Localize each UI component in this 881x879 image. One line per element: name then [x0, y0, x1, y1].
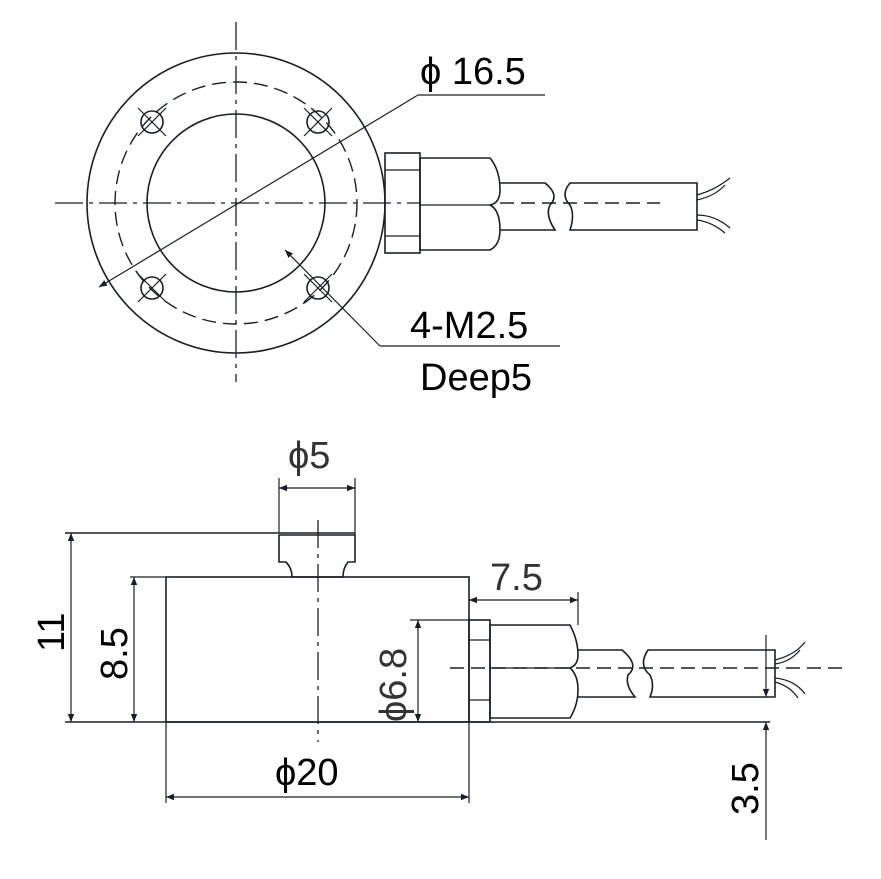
- hole-icon: [303, 273, 333, 303]
- dim-body-dia: ϕ20: [165, 722, 470, 803]
- connector-side: [450, 619, 845, 723]
- connector-length-label: 7.5: [490, 557, 543, 599]
- side-view: ϕ5 11 8.5 7.5 ϕ6.8 ϕ20 3.5: [31, 435, 845, 840]
- dim-connector-dia: ϕ6.8: [373, 619, 469, 722]
- load-button: [278, 534, 356, 578]
- top-view: ϕ 16.5 4-M2.5 Deep5: [55, 22, 731, 399]
- pin-dia-label: ϕ5: [288, 435, 330, 477]
- hole-icon: [137, 273, 167, 303]
- hole-icon: [137, 107, 167, 137]
- dim-connector-length: 7.5: [469, 557, 579, 625]
- dim-cable-offset: 3.5: [725, 635, 770, 840]
- connector-top: [384, 152, 731, 254]
- dim-thread: 4-M2.5 Deep5: [284, 249, 560, 399]
- mounting-holes: [137, 107, 333, 303]
- hole-icon: [303, 107, 333, 137]
- depth-label: Deep5: [420, 357, 532, 399]
- dim-pin-dia: ϕ5: [278, 435, 356, 535]
- outer-dia-label: ϕ 16.5: [420, 51, 526, 93]
- thread-label: 4-M2.5: [410, 305, 528, 347]
- dim-total-height: 11: [31, 533, 75, 722]
- body-height-label: 8.5: [94, 627, 136, 680]
- dim-outer-dia: ϕ 16.5: [98, 51, 545, 288]
- body-dia-label: ϕ20: [275, 752, 339, 794]
- cable-offset-label: 3.5: [725, 762, 767, 815]
- connector-dia-label: ϕ6.8: [373, 648, 415, 722]
- height-total-label: 11: [31, 613, 73, 652]
- dim-body-height: 8.5: [94, 577, 138, 722]
